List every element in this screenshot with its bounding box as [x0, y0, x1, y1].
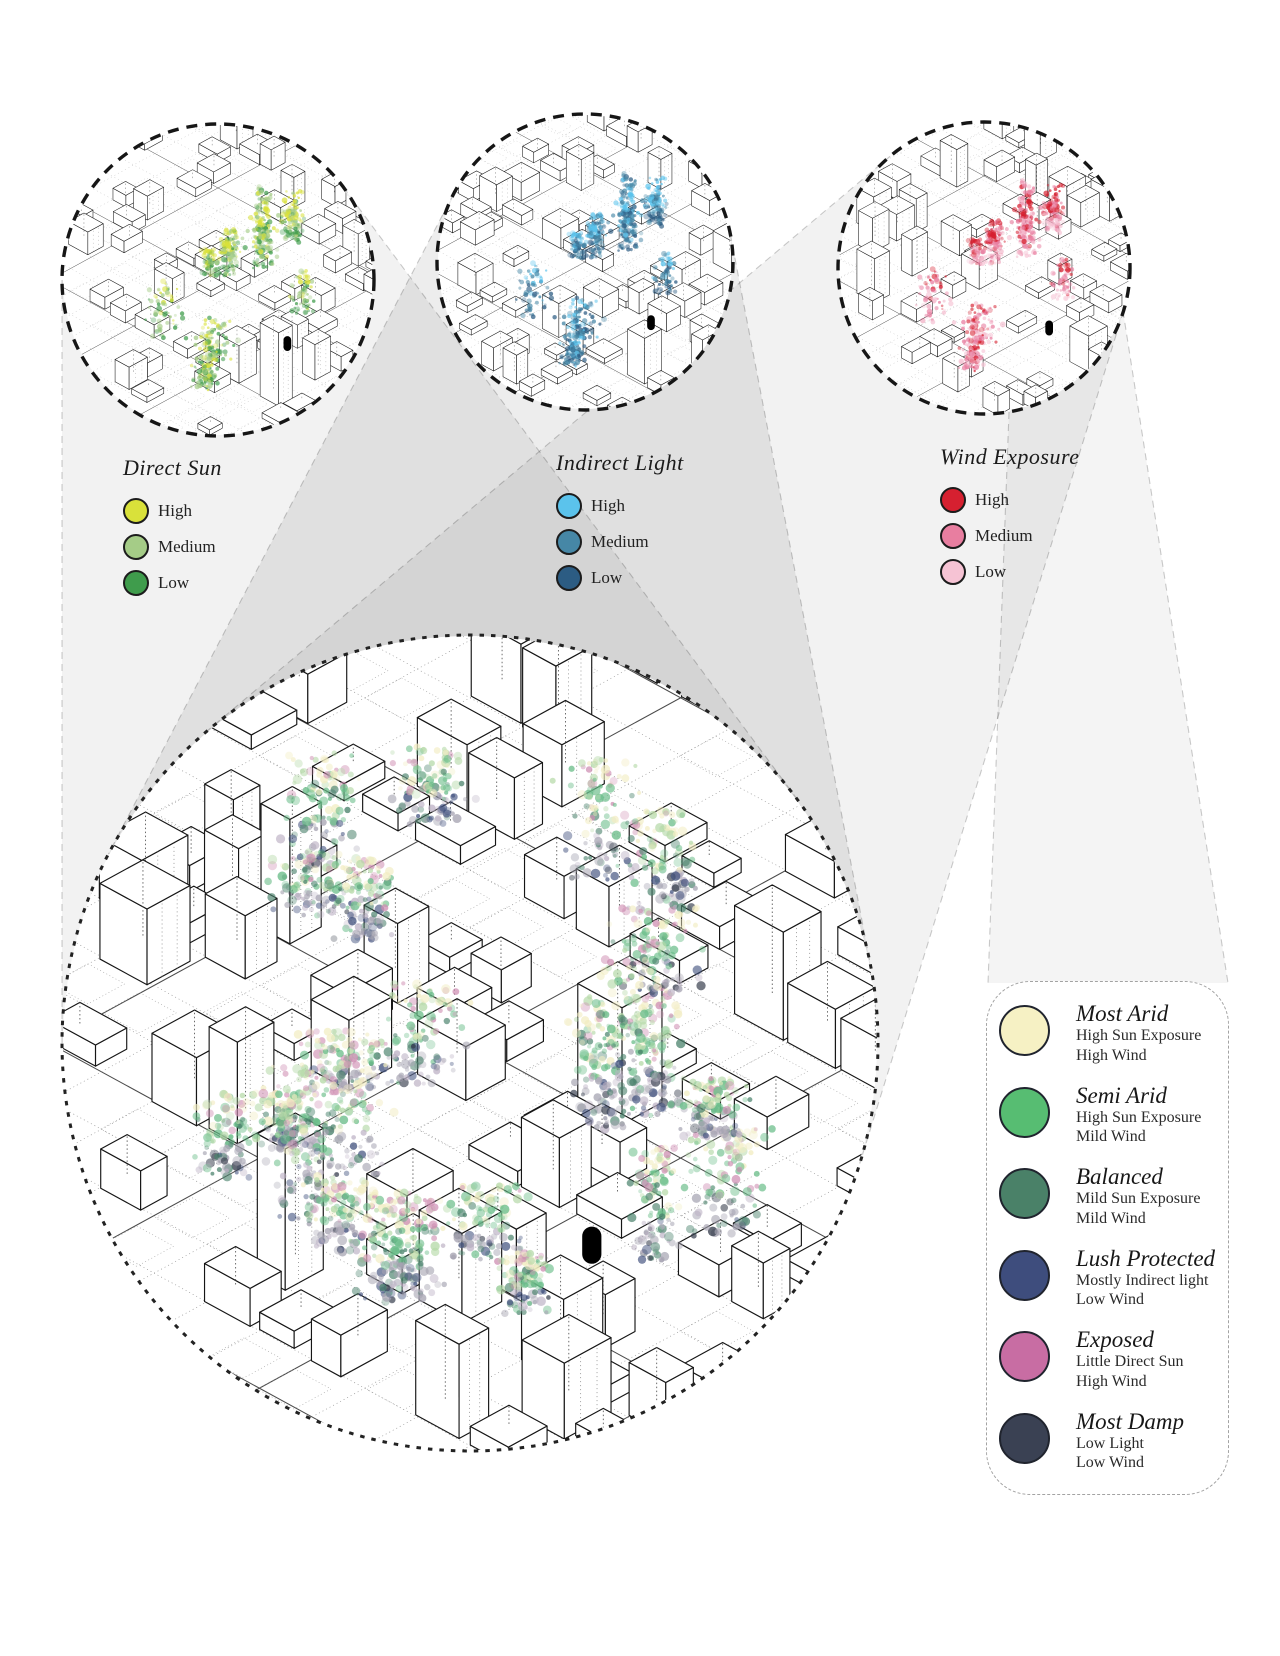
- class-desc: High Sun Exposure: [1076, 1108, 1202, 1126]
- legend-swatch-low: [123, 569, 149, 596]
- legend-row-most-damp: Most Damp Low Light Low Wind: [999, 1408, 1228, 1492]
- panel-indirect-light: Indirect Light High Medium Low: [556, 450, 684, 591]
- class-desc: Low Light: [1076, 1434, 1144, 1452]
- legend-label: High: [158, 500, 192, 520]
- legend-label: High: [975, 489, 1009, 509]
- detail-circle-wind-exposure: [836, 120, 1132, 416]
- legend-swatch-medium: [556, 528, 582, 555]
- microclimate-legend-box: Most Arid High Sun Exposure High Wind Se…: [986, 981, 1229, 1495]
- legend-swatch-high: [940, 486, 966, 513]
- legend-swatch-low: [940, 558, 966, 585]
- legend-row-balanced: Balanced Mild Sun Exposure Mild Wind: [999, 1164, 1228, 1247]
- legend-row: High: [123, 497, 222, 524]
- legend-swatch-high: [556, 492, 582, 519]
- detail-circle-direct-sun: [60, 122, 376, 438]
- class-swatch: [999, 1005, 1050, 1056]
- class-desc: High Wind: [1076, 1372, 1147, 1390]
- main-detail-circle: [60, 633, 880, 1453]
- legend-row: Low: [556, 564, 684, 591]
- legend-row: Low: [123, 569, 222, 596]
- panel-direct-sun-rows: High Medium Low: [123, 497, 222, 596]
- class-swatch: [999, 1086, 1050, 1138]
- panel-direct-sun-title: Direct Sun: [123, 455, 222, 480]
- class-swatch: [999, 1412, 1050, 1464]
- beam-edges: [61, 155, 1229, 1164]
- legend-swatch-high: [123, 497, 149, 524]
- panel-indirect-light-rows: High Medium Low: [556, 492, 684, 591]
- legend-swatch-medium: [123, 533, 149, 560]
- panel-wind-exposure: Wind Exposure High Medium Low: [940, 444, 1080, 585]
- class-title: Exposed: [1076, 1327, 1154, 1352]
- class-title: Lush Protected: [1076, 1245, 1216, 1271]
- legend-row: High: [940, 486, 1080, 513]
- panel-wind-exposure-rows: High Medium Low: [940, 486, 1080, 585]
- class-desc: Mostly Indirect light: [1076, 1271, 1209, 1289]
- legend-swatch-medium: [940, 522, 966, 549]
- class-desc: High Wind: [1076, 1046, 1147, 1064]
- class-title: Semi Arid: [1076, 1082, 1167, 1108]
- legend-label: Medium: [591, 531, 649, 551]
- legend-row-exposed: Exposed Little Direct Sun High Wind: [999, 1327, 1228, 1410]
- legend-row: Medium: [556, 528, 684, 555]
- legend-label: Low: [591, 567, 623, 587]
- legend-label: Low: [158, 572, 190, 592]
- panel-indirect-light-title: Indirect Light: [556, 450, 684, 475]
- class-swatch: [999, 1168, 1050, 1219]
- legend-row-lush-protected: Lush Protected Mostly Indirect light Low…: [999, 1245, 1228, 1329]
- legend-row: Low: [940, 558, 1080, 585]
- legend-label: Medium: [975, 525, 1033, 545]
- class-desc: Low Wind: [1076, 1291, 1144, 1309]
- class-desc: Mild Sun Exposure: [1076, 1190, 1201, 1208]
- class-title: Most Arid: [1076, 1001, 1169, 1026]
- class-desc: Little Direct Sun: [1076, 1353, 1184, 1371]
- panel-wind-exposure-title: Wind Exposure: [940, 444, 1080, 469]
- class-desc: High Sun Exposure: [1076, 1027, 1202, 1045]
- class-desc: Mild Wind: [1076, 1209, 1146, 1227]
- class-desc: Mild Wind: [1076, 1128, 1146, 1146]
- class-desc: Low Wind: [1076, 1454, 1144, 1472]
- legend-label: High: [591, 495, 625, 515]
- legend-swatch-low: [556, 564, 582, 591]
- class-swatch: [999, 1249, 1050, 1301]
- class-title: Most Damp: [1076, 1408, 1184, 1434]
- legend-row-most-arid: Most Arid High Sun Exposure High Wind: [999, 1001, 1228, 1084]
- class-swatch: [999, 1331, 1050, 1382]
- legend-label: Low: [975, 561, 1007, 581]
- class-title: Balanced: [1076, 1164, 1163, 1189]
- legend-label: Medium: [158, 536, 216, 556]
- legend-row: Medium: [940, 522, 1080, 549]
- legend-row-semi-arid: Semi Arid High Sun Exposure Mild Wind: [999, 1082, 1228, 1166]
- legend-row: High: [556, 492, 684, 519]
- legend-row: Medium: [123, 533, 222, 560]
- panel-direct-sun: Direct Sun High Medium Low: [123, 455, 222, 596]
